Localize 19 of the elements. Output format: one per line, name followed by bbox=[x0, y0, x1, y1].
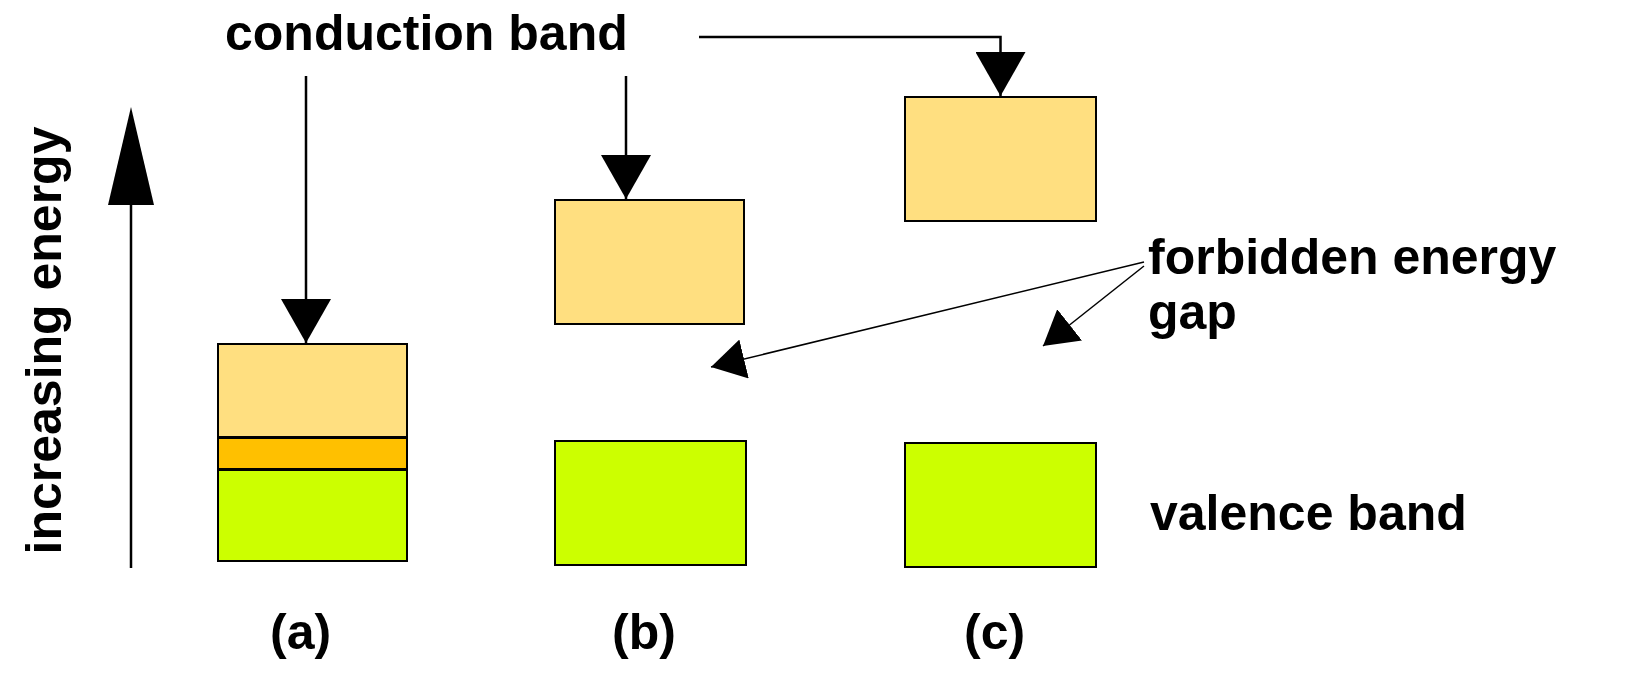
arrow bbox=[699, 35, 1026, 96]
band-rectangle bbox=[554, 440, 747, 566]
panel-label: (a) bbox=[270, 605, 332, 660]
band-rectangle bbox=[554, 199, 745, 325]
band-label: valence band bbox=[1150, 486, 1467, 541]
arrow bbox=[281, 76, 331, 343]
arrow bbox=[601, 76, 651, 199]
band-rectangle bbox=[904, 442, 1097, 568]
band-rectangle bbox=[217, 469, 408, 562]
band-label: conduction band bbox=[225, 6, 628, 61]
arrow bbox=[1042, 265, 1145, 347]
panel-label: (b) bbox=[612, 605, 676, 660]
band-rectangle bbox=[217, 343, 408, 438]
arrow bbox=[710, 261, 1145, 379]
band-label: forbidden energy gap bbox=[1148, 230, 1558, 340]
axis-label: increasing energy bbox=[16, 125, 72, 557]
band-rectangle bbox=[904, 96, 1097, 222]
band-rectangle bbox=[217, 437, 408, 470]
panel-label: (c) bbox=[964, 605, 1026, 660]
